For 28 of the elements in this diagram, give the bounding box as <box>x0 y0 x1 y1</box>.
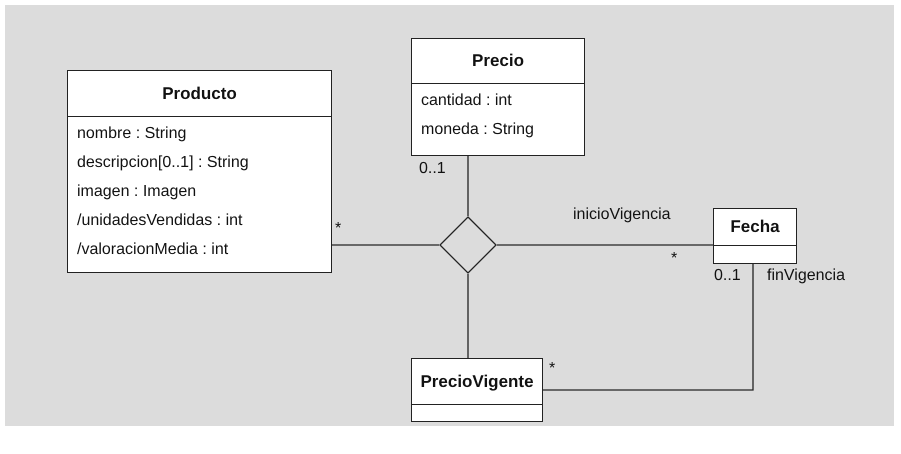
attribute-text: /unidadesVendidas : int <box>77 211 244 231</box>
class-box <box>411 358 543 422</box>
class-name: PrecioVigente <box>420 370 534 392</box>
multiplicity-label: inicioVigencia <box>573 205 671 225</box>
class-name: Fecha <box>730 216 780 238</box>
attribute-text: /valoracionMedia : int <box>77 240 230 260</box>
association-line <box>467 274 469 358</box>
attribute-text: nombre : String <box>77 124 188 144</box>
multiplicity-label: 0..1 <box>419 159 446 179</box>
attribute-text: moneda : String <box>421 120 535 140</box>
association-diamond <box>439 216 497 274</box>
multiplicity-label: * <box>335 219 342 239</box>
multiplicity-label: finVigencia <box>767 266 845 286</box>
association-line <box>497 244 713 246</box>
attribute-text: descripcion[0..1] : String <box>77 153 250 173</box>
multiplicity-label: * <box>671 249 678 269</box>
multiplicity-label: * <box>549 359 556 379</box>
attribute-text: cantidad : int <box>421 91 513 111</box>
class-name: Precio <box>472 50 524 72</box>
class-name: Producto <box>162 82 237 104</box>
class-box <box>67 70 332 273</box>
multiplicity-label: 0..1 <box>714 266 741 286</box>
association-line <box>467 156 469 216</box>
attribute-text: imagen : Imagen <box>77 182 198 202</box>
association-line <box>543 264 754 391</box>
class-box <box>411 38 585 156</box>
class-box <box>713 208 797 264</box>
association-line <box>332 244 439 246</box>
